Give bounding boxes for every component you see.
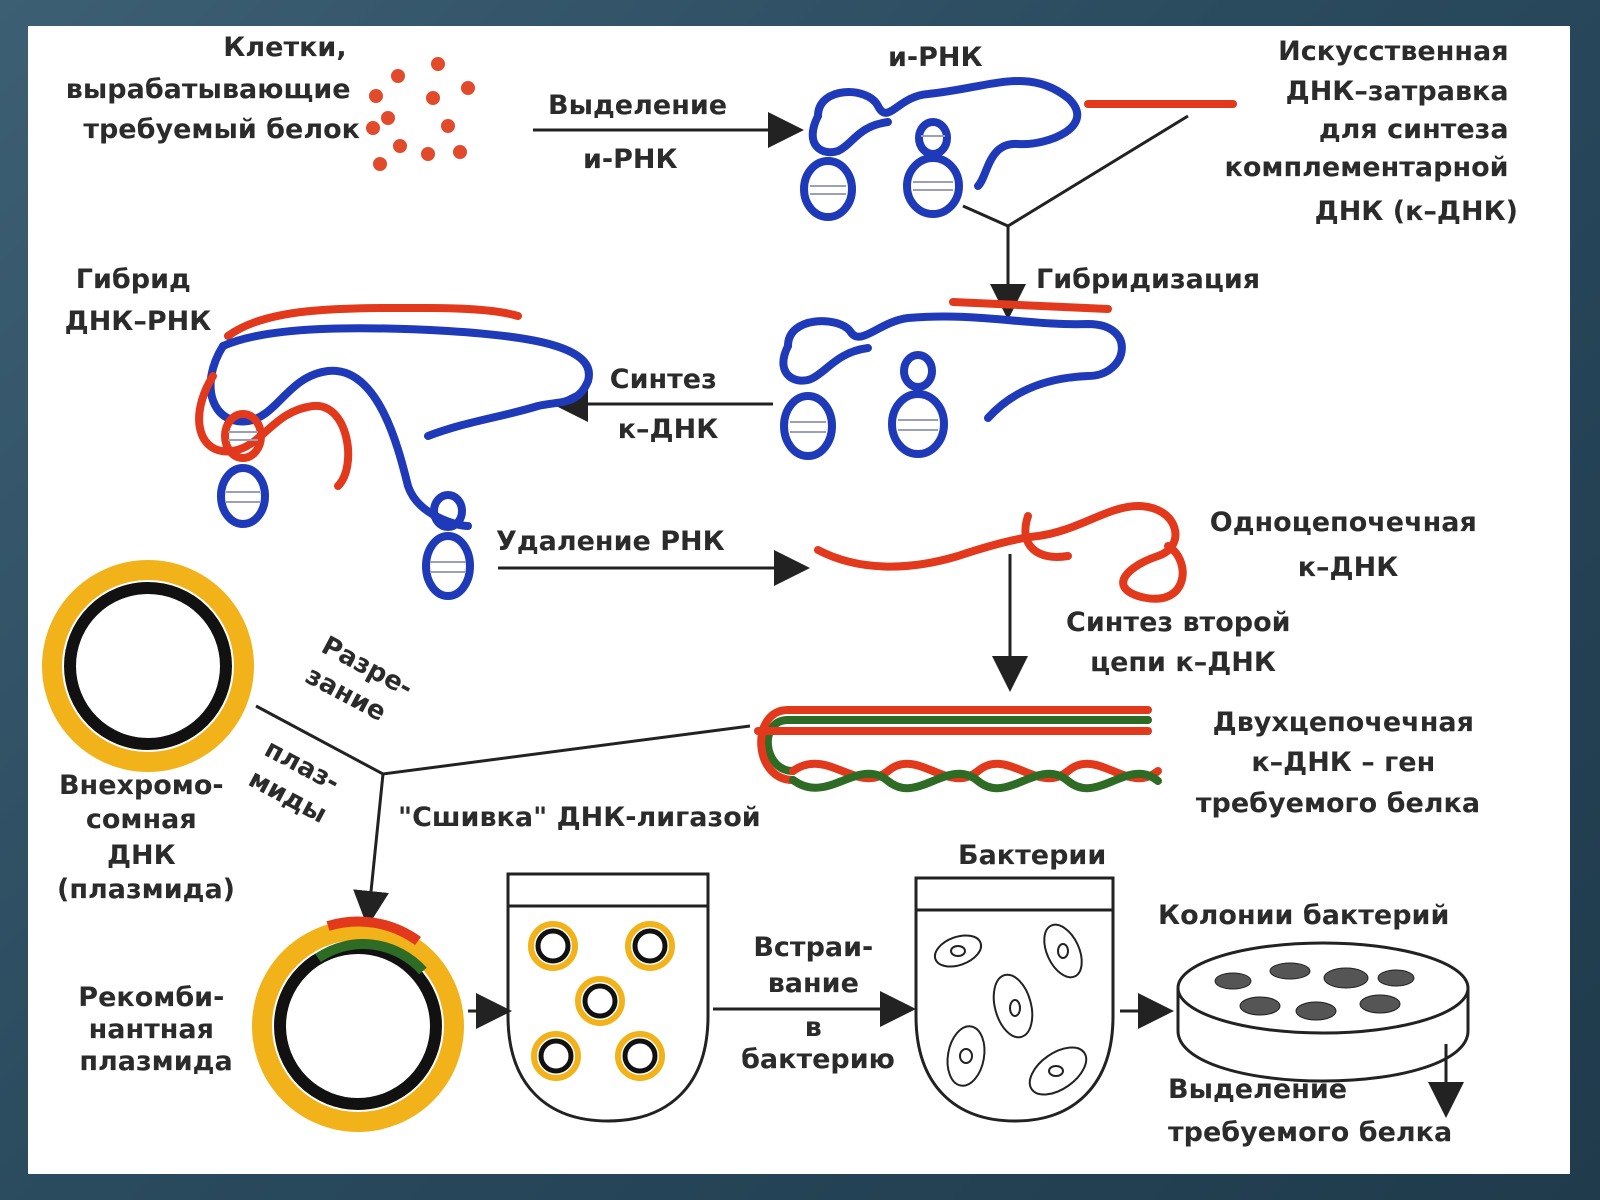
cutting-label: Разре- зание bbox=[300, 631, 425, 738]
recombinant-arrow bbox=[353, 773, 389, 927]
diagram-panel: Клетки, вырабатывающие требуемый белок В… bbox=[28, 26, 1570, 1174]
cdna-cloning-diagram: Клетки, вырабатывающие требуемый белок В… bbox=[42, 32, 1518, 1148]
dna-rna-hybrid bbox=[195, 303, 593, 600]
colonies-label: Колонии бактерий bbox=[1158, 900, 1449, 931]
hybrid-label: Гибрид ДНК–РНК bbox=[65, 264, 212, 337]
cells-dots bbox=[366, 57, 475, 171]
single-strand-label: Одноцепочечная к–ДНК bbox=[1210, 507, 1487, 583]
primer-label: Искусственная ДНК–затравка для синтеза к… bbox=[1225, 36, 1518, 227]
cdna-synthesis-label: Синтез к–ДНК bbox=[610, 364, 726, 445]
plasmid bbox=[42, 560, 254, 772]
single-strand-cdna bbox=[814, 502, 1187, 603]
bacteria-label: Бактерии bbox=[958, 840, 1106, 871]
recombinant-plasmid bbox=[252, 916, 464, 1132]
cells-label: Клетки, вырабатывающие требуемый белок bbox=[66, 32, 360, 145]
petri-dish bbox=[1176, 941, 1470, 1083]
recombinant-label: Рекомби- нантная плазмида bbox=[78, 982, 233, 1077]
mrna-label: и-РНК bbox=[888, 42, 983, 73]
bacteria-tube bbox=[914, 876, 1115, 1123]
mrna-molecule bbox=[800, 77, 1082, 221]
second-strand-label: Синтез второй цепи к–ДНК bbox=[1066, 607, 1300, 678]
insertion-label: Встраи- вание в бактерию bbox=[741, 932, 895, 1075]
double-strand-label: Двухцепочечная к–ДНК – ген требуемого бе… bbox=[1196, 707, 1483, 819]
plasmid-label: Внехромо- сомная ДНК (плазмида) bbox=[57, 770, 235, 905]
ligation-label: "Сшивка" ДНК-лигазой bbox=[398, 802, 761, 833]
join-lines bbox=[962, 114, 1189, 228]
mrna-with-primer bbox=[779, 298, 1126, 460]
protein-isolation-label: Выделение требуемого белка bbox=[1168, 1074, 1452, 1148]
isolation-label: Выделение и-РНК bbox=[548, 90, 737, 175]
rna-removal-label: Удаление РНК bbox=[496, 526, 725, 557]
double-strand-cdna bbox=[754, 706, 1162, 793]
hybridization-label: Гибридизация bbox=[1036, 264, 1260, 295]
plasmid-tube bbox=[506, 872, 710, 1123]
